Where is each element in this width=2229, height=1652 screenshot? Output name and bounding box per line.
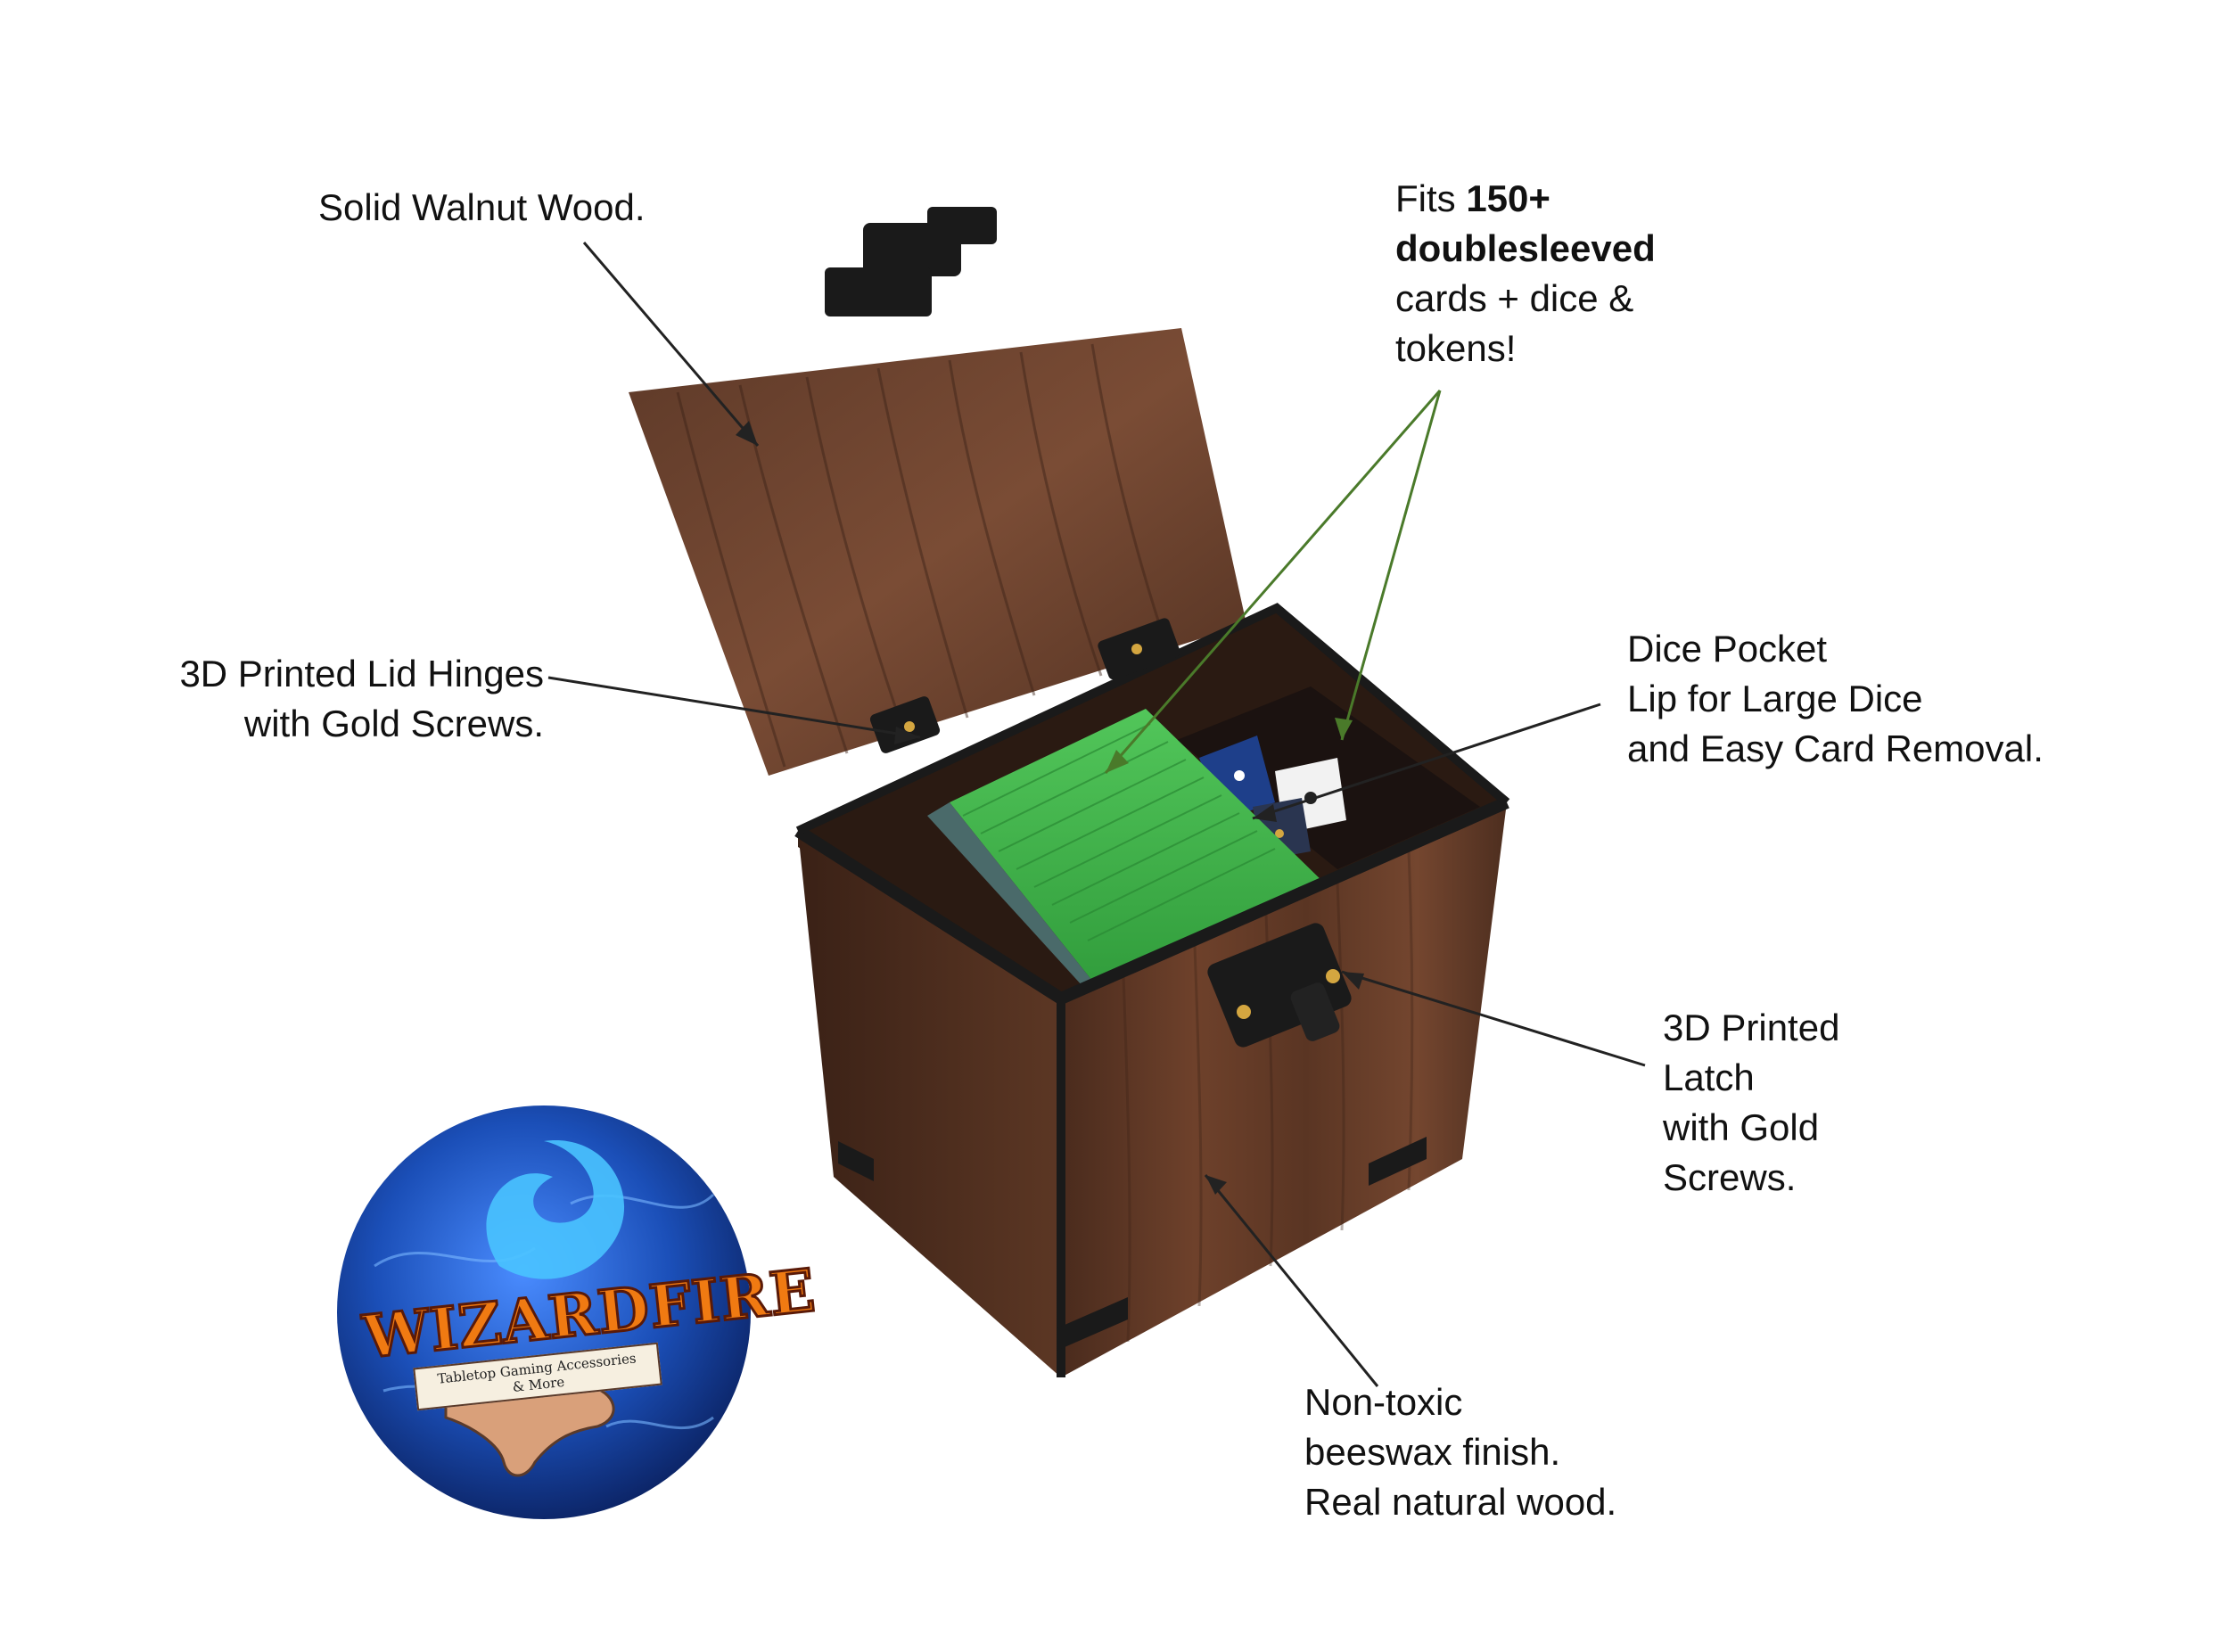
callout-finish: Non-toxic beeswax finish. Real natural w… <box>1304 1377 1616 1527</box>
callout-dice-line3: and Easy Card Removal. <box>1627 727 2044 769</box>
callout-latch-line4: Screws. <box>1663 1156 1797 1198</box>
lid-latch-clip <box>825 207 997 316</box>
pointer-arrowheads <box>736 421 1364 1195</box>
callout-latch-line2: Latch <box>1663 1056 1755 1098</box>
callout-wood-text: Solid Walnut Wood. <box>318 186 646 228</box>
box-lid <box>629 328 1246 776</box>
callout-latch-line1: 3D Printed <box>1663 1007 1840 1048</box>
callout-dice-pocket: Dice Pocket Lip for Large Dice and Easy … <box>1627 624 2044 774</box>
capacity-pointers <box>1104 390 1442 774</box>
blue-flame-swirl-icon <box>486 1140 625 1279</box>
callout-finish-line3: Real natural wood. <box>1304 1481 1617 1523</box>
callout-latch-line3: with Gold <box>1663 1106 1820 1148</box>
callout-capacity-line4: tokens! <box>1395 327 1517 369</box>
callout-capacity: Fits 150+ doublesleeved cards + dice & t… <box>1395 174 1656 374</box>
callout-finish-line1: Non-toxic <box>1304 1381 1463 1423</box>
callout-capacity-count: 150+ <box>1466 177 1550 219</box>
lid-hinges <box>869 618 1180 753</box>
walnut-deck-box <box>629 207 1510 1377</box>
callout-dice-line1: Dice Pocket <box>1627 628 1828 670</box>
dice-pocket <box>1177 686 1480 869</box>
front-latch <box>1207 923 1352 1048</box>
callout-finish-line2: beeswax finish. <box>1304 1431 1561 1473</box>
callout-capacity-line3: cards + dice & <box>1395 277 1634 319</box>
callout-hinges: 3D Printed Lid Hinges with Gold Screws. <box>107 649 544 749</box>
callout-hinges-line2: with Gold Screws. <box>243 703 544 744</box>
callout-dice-line2: Lip for Large Dice <box>1627 678 1923 719</box>
callout-pointers <box>547 242 1646 1387</box>
callout-capacity-line1: Fits 150+ <box>1395 174 1656 224</box>
callout-wood: Solid Walnut Wood. <box>318 183 646 233</box>
callout-capacity-bold: doublesleeved <box>1395 227 1656 269</box>
callout-hinges-line1: 3D Printed Lid Hinges <box>179 653 544 694</box>
finger-joint-inlays <box>838 1137 1427 1351</box>
callout-capacity-lead: Fits <box>1395 177 1456 219</box>
callout-latch: 3D Printed Latch with Gold Screws. <box>1663 1003 1839 1203</box>
capacity-arrowheads <box>1106 718 1353 773</box>
